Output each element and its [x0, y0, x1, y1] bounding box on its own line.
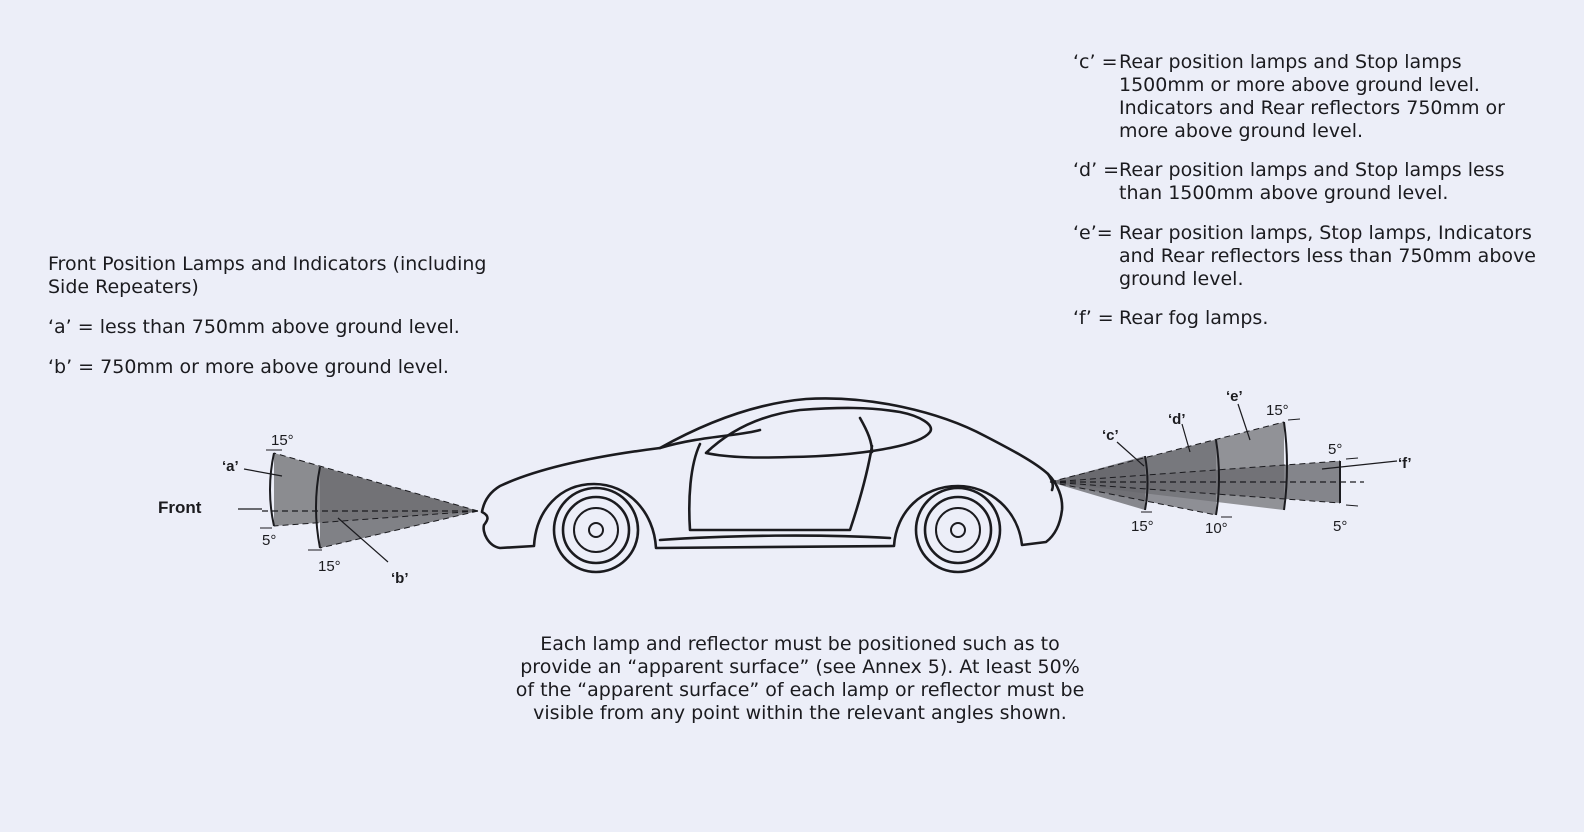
- car-windshield-line: [658, 428, 762, 450]
- rear-beam-arc-c: [1144, 455, 1149, 511]
- note-line: visible from any point within the releva…: [533, 702, 1067, 724]
- legend-d-key: ‘d’ =: [1073, 159, 1120, 181]
- front-beam-arc-b: [315, 466, 321, 549]
- rear-label-leader: [1181, 423, 1191, 453]
- legend-f-key: ‘f’ =: [1073, 307, 1114, 329]
- front-wheel: [552, 486, 640, 574]
- rear-angle-e-label: 15°: [1266, 402, 1289, 419]
- legend-c-line: Rear position lamps and Stop lamps: [1119, 51, 1462, 73]
- car-body: [480, 397, 1064, 550]
- label-f: ‘f’: [1398, 455, 1412, 472]
- front-beam-edge-line: [319, 510, 479, 549]
- rear-angle-f-bottom-label: 5°: [1333, 518, 1347, 535]
- car-sill: [658, 534, 892, 542]
- rear-tyre-outer: [914, 486, 1002, 574]
- legend-d-line: than 1500mm above ground level.: [1119, 182, 1449, 204]
- front-beam-arc-a: [269, 452, 275, 527]
- label-b: ‘b’: [391, 570, 409, 587]
- rear-angle-tick: [1287, 418, 1301, 421]
- legend-c-line: more above ground level.: [1119, 120, 1364, 142]
- legend-c-text: Rear position lamps and Stop lamps 1500m…: [1119, 51, 1505, 143]
- legend-c-line: 1500mm or more above ground level.: [1119, 74, 1480, 96]
- front-label-leader: [243, 468, 283, 477]
- front-angle-top-label: 15°: [271, 432, 294, 449]
- rear-angle-d-bottom-label: 10°: [1205, 520, 1228, 537]
- front-angle-inner-label: 5°: [262, 532, 276, 549]
- rear-beam-arc-d: [1215, 439, 1220, 516]
- front-tyre-outer: [552, 486, 640, 574]
- rear-angle-c-bottom-label: 15°: [1131, 518, 1154, 535]
- car-door: [688, 442, 874, 532]
- apparent-surface-note: Each lamp and reflector must be position…: [480, 633, 1120, 725]
- legend-e-line: Rear position lamps, Stop lamps, Indicat…: [1119, 222, 1532, 244]
- legend-e-line: ground level.: [1119, 268, 1244, 290]
- front-tyre-inner: [561, 495, 631, 565]
- front-legend-heading-line-1: Front Position Lamps and Indicators (inc…: [48, 253, 487, 275]
- rear-label-leader: [1237, 403, 1251, 441]
- rear-beam-cones: [1049, 403, 1398, 518]
- rear-label-leader: [1116, 441, 1145, 467]
- rear-angle-f-top-label: 5°: [1328, 441, 1342, 458]
- legend-f-text: Rear fog lamps.: [1119, 307, 1268, 330]
- rear-tyre-inner: [923, 495, 993, 565]
- legend-a: ‘a’ = less than 750mm above ground level…: [48, 316, 460, 338]
- rear-beam-edge-line: [1049, 481, 1217, 516]
- rear-label-leader: [1321, 460, 1398, 470]
- note-line: Each lamp and reflector must be position…: [540, 633, 1060, 655]
- rear-beam-edge-line: [1049, 421, 1285, 483]
- rear-rim: [935, 507, 981, 553]
- front-legend-heading: Front Position Lamps and Indicators (inc…: [48, 253, 486, 299]
- legend-d-text: Rear position lamps and Stop lamps less …: [1119, 159, 1504, 205]
- rear-angle-tick: [1345, 504, 1359, 507]
- rear-angle-tick: [1345, 457, 1359, 460]
- car-rear-pillar: [858, 416, 874, 454]
- front-beam-edge-line: [273, 510, 479, 527]
- note-line: of the “apparent surface” of each lamp o…: [515, 679, 1085, 701]
- legend-c-key: ‘c’ =: [1073, 51, 1118, 73]
- front-label-leader: [337, 517, 389, 563]
- legend-e-text: Rear position lamps, Stop lamps, Indicat…: [1119, 222, 1536, 291]
- front-angle-bottom-label: 15°: [318, 558, 341, 575]
- legend-f-line: Rear fog lamps.: [1119, 307, 1269, 329]
- front-label: Front: [158, 498, 202, 517]
- front-beam-edge-line: [273, 452, 479, 512]
- label-c: ‘c’: [1102, 427, 1119, 444]
- front-hub: [588, 522, 604, 538]
- label-d: ‘d’: [1168, 411, 1186, 428]
- rear-beam-edge-line: [1049, 481, 1341, 504]
- car-rear-detail: [1046, 472, 1055, 492]
- legend-b: ‘b’ = 750mm or more above ground level.: [48, 356, 449, 378]
- legend-e-key: ‘e’=: [1073, 222, 1113, 244]
- label-a: ‘a’: [222, 458, 239, 475]
- front-rim: [573, 507, 619, 553]
- rear-wheel: [914, 486, 1002, 574]
- front-beam-cones: [238, 449, 479, 563]
- rear-hub: [950, 522, 966, 538]
- label-e: ‘e’: [1226, 388, 1243, 405]
- car-outline: [480, 397, 1064, 550]
- legend-c-line: Indicators and Rear reflectors 750mm or: [1119, 97, 1505, 119]
- legend-e-line: and Rear reflectors less than 750mm abov…: [1119, 245, 1536, 267]
- rear-beam-arc-e: [1283, 421, 1288, 511]
- legend-d-line: Rear position lamps and Stop lamps less: [1119, 159, 1505, 181]
- rear-beam-edge-line: [1049, 460, 1341, 483]
- note-line: provide an “apparent surface” (see Annex…: [520, 656, 1080, 678]
- car-window: [704, 406, 933, 459]
- front-beam-cone-b: [320, 467, 478, 548]
- front-legend-heading-line-2: Side Repeaters): [48, 276, 199, 298]
